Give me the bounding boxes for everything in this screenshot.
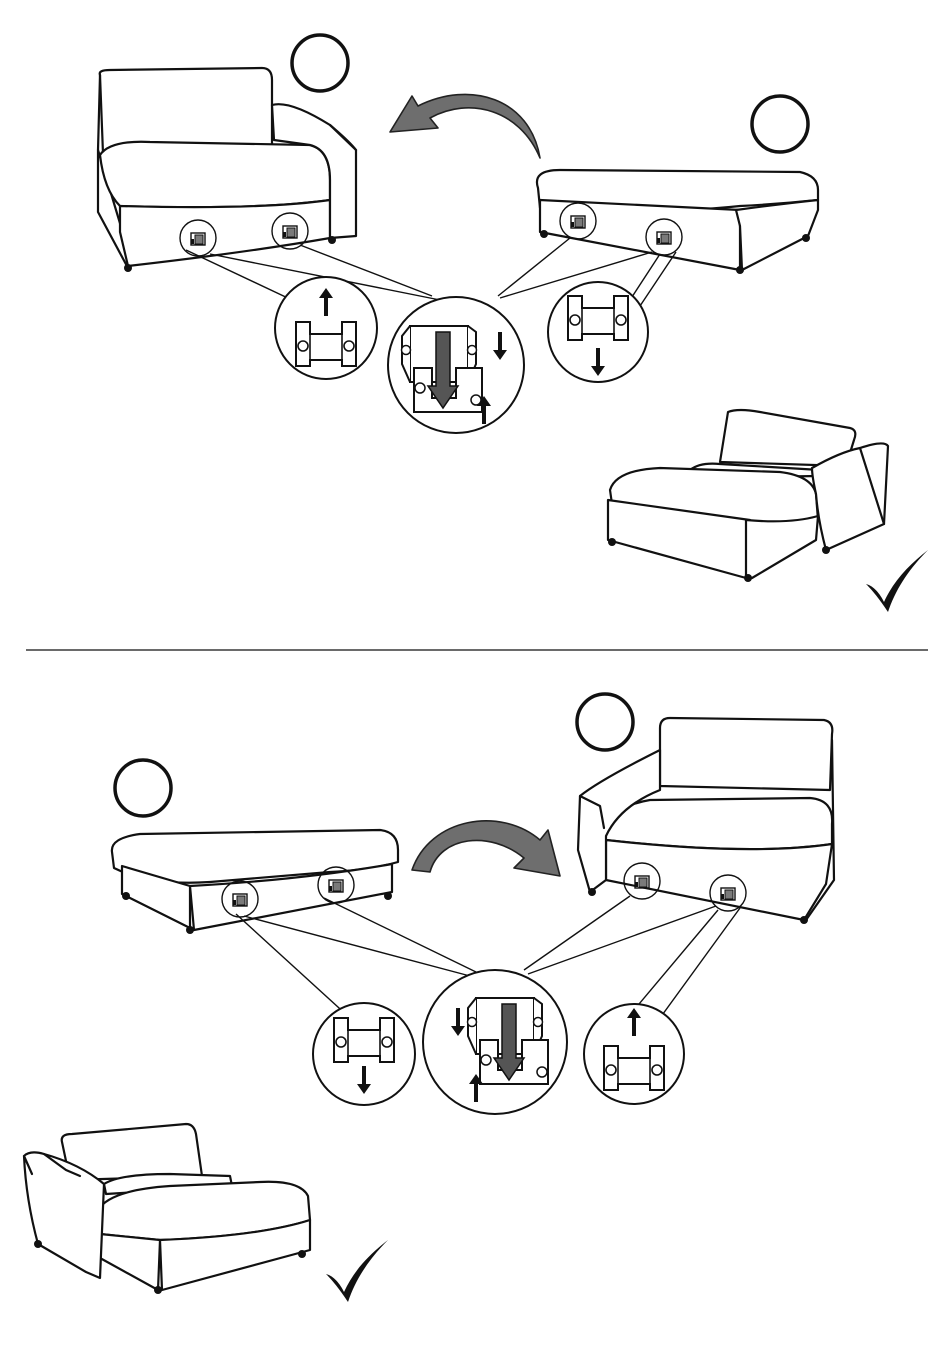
detail-down-bottom [313, 1003, 415, 1105]
detail-interlock-bottom [423, 970, 567, 1114]
detail-interlock-top [388, 297, 524, 433]
step-marker-top-left [292, 35, 348, 91]
step-marker-top-right [752, 96, 808, 152]
detail-up-bottom [584, 1004, 684, 1104]
panel-bottom [24, 694, 834, 1302]
step-marker-bottom-left [115, 760, 171, 816]
check-icon [866, 550, 928, 612]
curved-arrow-right [412, 821, 560, 876]
assembled-sofa-bottom [24, 1124, 310, 1294]
sofa-ottoman-module-top [537, 170, 818, 274]
assembled-sofa-top [608, 410, 888, 582]
detail-down-top [548, 282, 648, 382]
panel-top [98, 35, 928, 612]
step-marker-bottom-right [577, 694, 633, 750]
sofa-armrest-module-top [98, 68, 356, 272]
curved-arrow-left [390, 94, 540, 158]
check-icon [326, 1240, 388, 1302]
detail-up-top [275, 277, 377, 379]
